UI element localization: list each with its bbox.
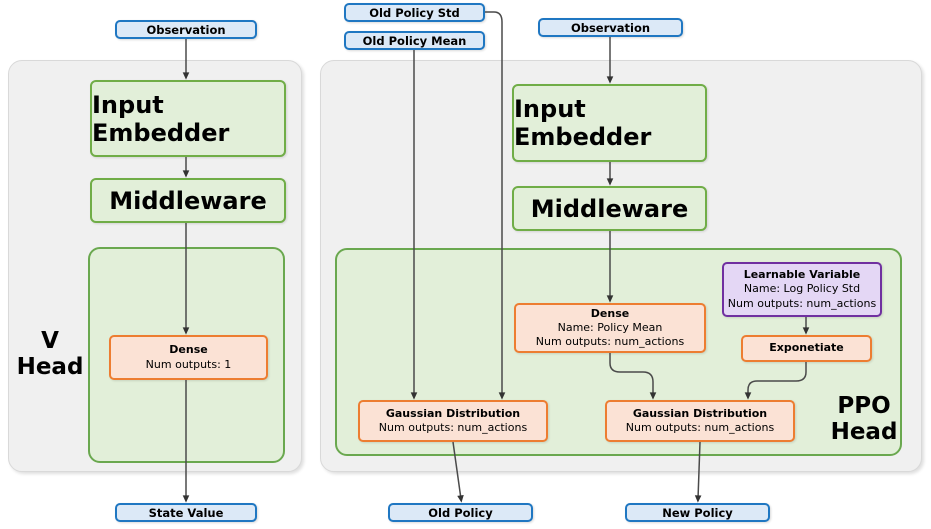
output-new-policy[interactable]: New Policy	[625, 503, 770, 522]
gaussian-old-title: Gaussian Distribution	[385, 406, 521, 420]
v-head-label-line1: V	[41, 328, 59, 355]
gaussian-new-title: Gaussian Distribution	[632, 406, 768, 420]
ppo-head-label-line2: Head	[830, 419, 898, 445]
input-observation-v[interactable]: Observation	[115, 20, 257, 39]
ppo-head-label: PPO Head	[826, 385, 902, 455]
v-head-dense-num-outputs: Num outputs: 1	[145, 357, 232, 371]
ppo-dense-num-outputs: Num outputs: num_actions	[535, 335, 685, 349]
input-observation-ppo[interactable]: Observation	[538, 18, 683, 37]
input-old-policy-std[interactable]: Old Policy Std	[344, 3, 485, 22]
ppo-head-middleware[interactable]: Middleware	[512, 186, 707, 231]
v-head-dense[interactable]: Dense Num outputs: 1	[109, 335, 268, 380]
learnable-variable-title: Learnable Variable	[743, 268, 861, 282]
ppo-head-label-line1: PPO	[837, 393, 891, 420]
gaussian-distribution-new[interactable]: Gaussian Distribution Num outputs: num_a…	[605, 400, 795, 442]
input-old-policy-mean[interactable]: Old Policy Mean	[344, 31, 485, 50]
learnable-variable-num-outputs: Num outputs: num_actions	[727, 296, 877, 310]
v-head-label: V Head	[14, 320, 86, 390]
gaussian-distribution-old[interactable]: Gaussian Distribution Num outputs: num_a…	[358, 400, 548, 442]
ppo-head-exponetiate[interactable]: Exponetiate	[741, 335, 872, 362]
ppo-head-dense-policy-mean[interactable]: Dense Name: Policy Mean Num outputs: num…	[514, 303, 706, 353]
ppo-dense-title: Dense	[590, 306, 630, 320]
v-head-input-embedder[interactable]: Input Embedder	[90, 80, 286, 157]
v-head-label-line2: Head	[16, 354, 84, 380]
gaussian-new-num-outputs: Num outputs: num_actions	[625, 421, 775, 434]
output-state-value[interactable]: State Value	[115, 503, 257, 522]
learnable-variable-name: Name: Log Policy Std	[743, 282, 861, 296]
ppo-head-input-embedder[interactable]: Input Embedder	[512, 84, 707, 162]
ppo-dense-name: Name: Policy Mean	[557, 320, 663, 334]
output-old-policy[interactable]: Old Policy	[388, 503, 533, 522]
ppo-head-learnable-variable[interactable]: Learnable Variable Name: Log Policy Std …	[722, 262, 882, 317]
v-head-middleware[interactable]: Middleware	[90, 178, 286, 223]
v-head-dense-title: Dense	[169, 343, 208, 357]
gaussian-old-num-outputs: Num outputs: num_actions	[378, 421, 528, 434]
exponetiate-title: Exponetiate	[769, 341, 844, 355]
